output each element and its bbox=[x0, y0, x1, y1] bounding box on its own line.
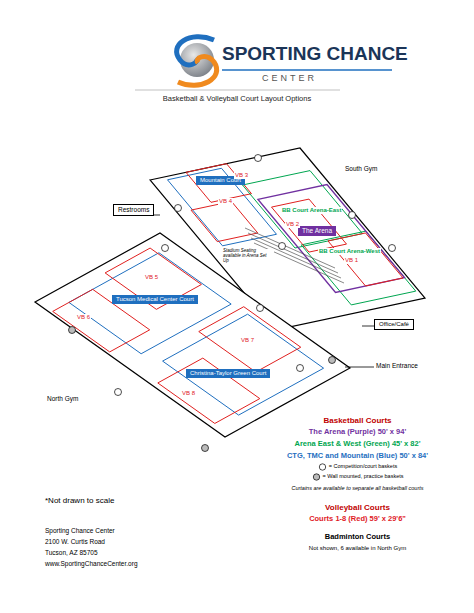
node-text: Christina-Taylor Green Court bbox=[190, 370, 266, 377]
court-name: Tucson Medical Center Court bbox=[112, 295, 198, 304]
note: Stadium Seating available in Arena Set U… bbox=[222, 249, 274, 264]
court-name: BB Court Arena-West bbox=[318, 248, 381, 255]
legend-swatch: Arena East & West (Green) 45' x 82' bbox=[295, 439, 421, 448]
address: 2100 W. Curtis Road bbox=[45, 538, 105, 545]
basket-symbol bbox=[312, 473, 321, 481]
legend-text: = Wall mounted, practice baskets bbox=[323, 473, 404, 479]
legend-swatch: Courts 1-8 (Red) 59' x 29'6" bbox=[309, 514, 406, 523]
court-number: VB 2 bbox=[285, 221, 300, 228]
legend-row: = Competition/court baskets bbox=[255, 463, 460, 471]
court-number: VB 8 bbox=[181, 390, 196, 397]
court-number: VB 4 bbox=[218, 198, 233, 205]
room-name: South Gym bbox=[345, 165, 378, 172]
room-name: North Gym bbox=[47, 395, 78, 402]
court-number: VB 3 bbox=[234, 172, 249, 179]
legend-swatch: = Wall mounted, practice baskets bbox=[323, 473, 404, 479]
legend-text: = Competition/court baskets bbox=[329, 463, 397, 469]
legend-swatch: CTG, TMC and Mountain (Blue) 50' x 84' bbox=[287, 451, 428, 460]
node-text: Office/Café bbox=[379, 321, 409, 328]
legend-row: The Arena (Purple) 50' x 94' bbox=[255, 428, 460, 437]
note: Curtains are available to separate all b… bbox=[255, 485, 460, 491]
legend-text: CTG, TMC and Mountain (Blue) 50' x 84' bbox=[287, 451, 428, 460]
legend-swatch: The Arena (Purple) 50' x 94' bbox=[309, 427, 407, 436]
note: *Not drawn to scale bbox=[45, 496, 114, 505]
legend-row: Arena East & West (Green) 45' x 82' bbox=[255, 440, 460, 449]
legend-swatch: = Competition/court baskets bbox=[329, 463, 397, 469]
court-number: VB 6 bbox=[76, 314, 91, 321]
legend-row: CTG, TMC and Mountain (Blue) 50' x 84' bbox=[255, 452, 460, 461]
logo-name: SPORTING CHANCE bbox=[222, 43, 408, 65]
note: Not shown, 6 available in North Gym bbox=[255, 545, 460, 552]
court-name: Christina-Taylor Green Court bbox=[186, 369, 270, 378]
logo-sub: CENTER bbox=[262, 73, 317, 83]
legend-text: Arena East & West (Green) 45' x 82' bbox=[295, 439, 421, 448]
court-name: BB Court Arena-East bbox=[281, 207, 342, 214]
address: www.SportingChanceCenter.org bbox=[45, 560, 138, 567]
section-heading: Basketball Courts bbox=[255, 416, 460, 425]
section-heading: Volleyball Courts bbox=[255, 503, 460, 512]
baskets bbox=[69, 155, 396, 452]
address: Sporting Chance Center bbox=[45, 527, 115, 534]
legend-text: The Arena (Purple) 50' x 94' bbox=[309, 427, 407, 436]
court-number: VB 7 bbox=[240, 337, 255, 344]
node-text: The Arena bbox=[302, 227, 332, 235]
section-heading: Badminton Courts bbox=[255, 533, 460, 542]
legend-row: = Wall mounted, practice baskets bbox=[255, 473, 460, 481]
room-name: Main Entrance bbox=[376, 362, 418, 369]
node-text: Restrooms bbox=[118, 206, 149, 214]
court-number: VB 1 bbox=[344, 257, 359, 264]
basket-symbol bbox=[318, 463, 327, 471]
page-title: Basketball & Volleyball Court Layout Opt… bbox=[87, 95, 387, 104]
arena-name: The Arena bbox=[298, 226, 336, 236]
court-number: VB 5 bbox=[144, 274, 159, 281]
north-gym bbox=[35, 233, 350, 437]
room-box: Office/Café bbox=[374, 319, 414, 330]
legend-row: Courts 1-8 (Red) 59' x 29'6" bbox=[255, 515, 460, 524]
walls bbox=[150, 215, 374, 367]
address: Tucson, AZ 85705 bbox=[45, 549, 98, 556]
legend-text: Courts 1-8 (Red) 59' x 29'6" bbox=[309, 514, 406, 523]
room-box: Restrooms bbox=[113, 204, 154, 216]
node-text: Tucson Medical Center Court bbox=[116, 296, 194, 303]
